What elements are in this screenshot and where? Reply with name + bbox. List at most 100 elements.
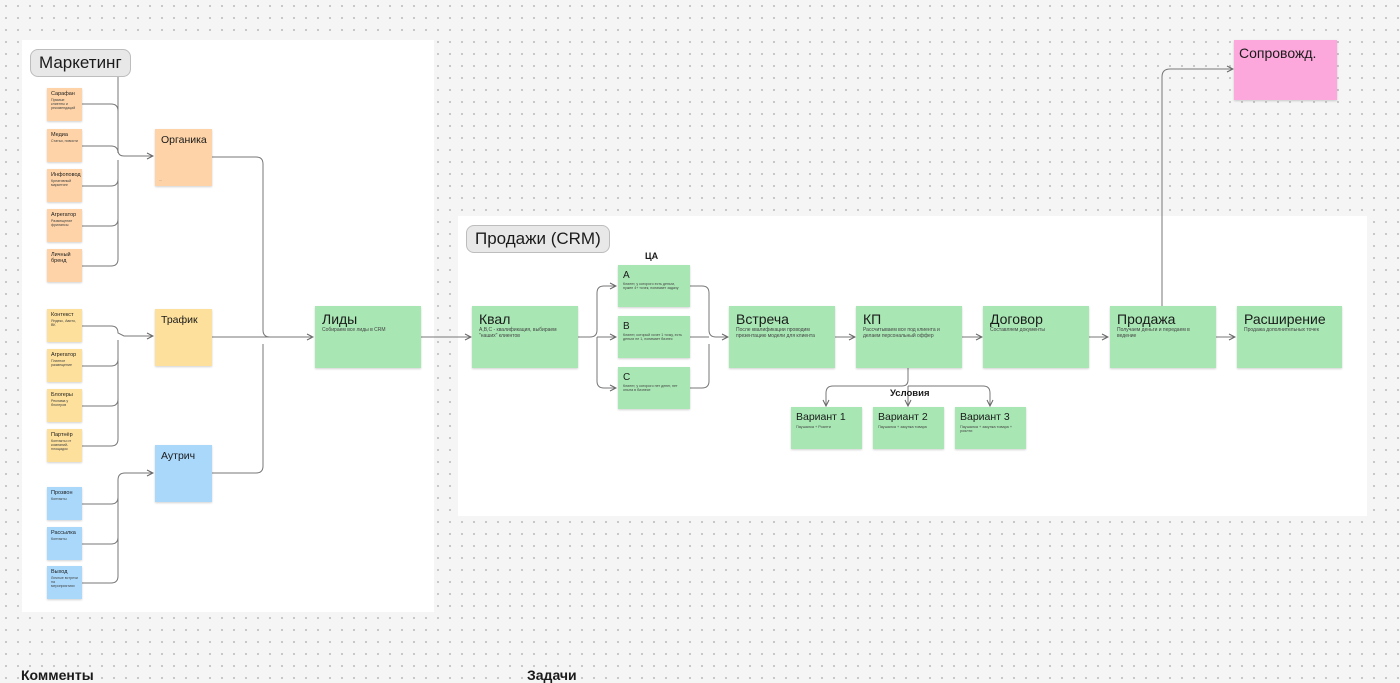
tasks-frame-label: Задачи [527, 667, 577, 683]
connector [1161, 69, 1233, 306]
note-author: — [159, 178, 162, 182]
note-desc: Контакты от компаний-площадок [51, 439, 72, 452]
connector [82, 160, 119, 267]
variant-note-1[interactable]: Вариант 1 Паушалка + Роялти [791, 407, 862, 449]
note-title: Партнёр [51, 432, 73, 438]
connector [82, 145, 119, 154]
note-desc: Составляем документы [990, 327, 1045, 334]
source-note-cold-call[interactable]: Прозвон Контакты [47, 487, 82, 520]
connector [82, 218, 119, 227]
connector [212, 156, 313, 337]
segment-note-a[interactable]: A Клиент, у которого есть деньги, нужен … [618, 265, 690, 307]
note-title: Органика [161, 134, 207, 146]
note-desc: Клиент, который хочет 1 точку, есть день… [623, 333, 682, 342]
comments-frame-label: Комменты [21, 667, 94, 683]
note-title: Сопровожд. [1239, 45, 1317, 61]
support-note[interactable]: Сопровожд. [1234, 40, 1337, 100]
note-title: Продажа [1117, 311, 1176, 327]
note-desc: Паушалка + закупка товара [878, 424, 927, 429]
note-desc: A,B,C - квалификация, выбираем "наших" к… [479, 327, 557, 340]
channel-note-traffic[interactable]: Трафик [155, 309, 212, 366]
note-title: Лиды [322, 311, 358, 327]
note-title: Вариант 1 [796, 411, 846, 423]
source-note-context[interactable]: Контекст Яндекс, Авито, ВК [47, 309, 82, 342]
connector [212, 344, 264, 474]
note-desc: Контакты [51, 497, 67, 502]
note-desc: Клиент, у которого есть деньги, нужен 4+… [623, 282, 679, 291]
stage-note-sale[interactable]: Продажа Получаем деньги и передаем в вед… [1110, 306, 1216, 368]
note-desc: Реклама у блогеров [51, 399, 69, 408]
note-title: КП [863, 311, 882, 327]
note-title: Встреча [736, 311, 789, 327]
segment-note-c[interactable]: C Клиент, у которого нет денег, нет опыт… [618, 367, 690, 409]
connector [82, 340, 119, 367]
connector [908, 385, 990, 406]
connector [578, 286, 616, 338]
note-desc: Получаем деньги и передаем в ведение [1117, 327, 1190, 340]
connector [82, 345, 119, 447]
leads-note[interactable]: Лиды Собираем все лиды в CRM [315, 306, 421, 368]
source-note-word-of-mouth[interactable]: Сарафан Прямые клиенты и рекомендаций [47, 88, 82, 121]
note-desc: Рассчитываем все под клиента и делаем пе… [863, 327, 940, 340]
qual-note[interactable]: Квал A,B,C - квалификация, выбираем "наш… [472, 306, 578, 368]
source-note-bloggers[interactable]: Блогеры Реклама у блогеров [47, 389, 82, 422]
channel-note-organic[interactable]: Органика — [155, 129, 212, 186]
source-note-events[interactable]: Выход Личные встречи на мероприятиях [47, 566, 82, 599]
channel-note-outreach[interactable]: Аутрич [155, 445, 212, 502]
connector [82, 536, 119, 545]
note-title: Инфоповод [51, 172, 81, 178]
stage-note-contract[interactable]: Договор Составляем документы [983, 306, 1089, 368]
note-title: Квал [479, 311, 511, 327]
note-title: Блогеры [51, 392, 73, 398]
source-note-infopovod[interactable]: Инфоповод Креативный маркетинг [47, 169, 82, 202]
note-desc: Паушалка + закупка товара + роялти [960, 424, 1013, 433]
connector [690, 285, 728, 337]
connector [596, 337, 616, 388]
note-desc: Платное размещение [51, 359, 72, 368]
note-title: Медиа [51, 132, 68, 138]
variant-note-3[interactable]: Вариант 3 Паушалка + закупка товара + ро… [955, 407, 1026, 449]
ca-label: ЦА [645, 251, 659, 261]
connector [82, 473, 153, 584]
stage-note-meeting[interactable]: Встреча После квалификации проводим през… [729, 306, 835, 368]
note-desc: После квалификации проводим презентацию … [736, 327, 815, 340]
stage-note-offer[interactable]: КП Рассчитываем все под клиента и делаем… [856, 306, 962, 368]
stage-note-expansion[interactable]: Расширение Продажа дополнительных точек [1237, 306, 1342, 368]
note-title: Расширение [1244, 311, 1326, 327]
segment-note-b[interactable]: B Клиент, который хочет 1 точку, есть де… [618, 316, 690, 358]
source-note-aggregator[interactable]: Агрегатор Размещение фрилансы [47, 209, 82, 242]
note-desc: Клиент, у которого нет денег, нет опыта … [623, 384, 678, 393]
connector [82, 496, 119, 505]
note-desc: Прямые клиенты и рекомендаций [51, 98, 76, 111]
connector [82, 178, 119, 187]
note-desc: Размещение фрилансы [51, 219, 73, 228]
note-desc: Продажа дополнительных точек [1244, 327, 1319, 334]
connector [82, 325, 153, 336]
connector [690, 344, 710, 389]
note-desc: Паушалка + Роялти [796, 424, 831, 429]
note-title: Контекст [51, 312, 74, 318]
connector [82, 103, 119, 112]
note-title: Трафик [161, 314, 198, 326]
note-title: C [623, 372, 631, 383]
conditions-label: Условия [890, 388, 930, 399]
source-note-personal-brand[interactable]: Личный бренд [47, 249, 82, 282]
note-title: Выход [51, 569, 68, 575]
variant-note-2[interactable]: Вариант 2 Паушалка + закупка товара [873, 407, 944, 449]
note-title: Личный бренд [51, 252, 71, 265]
source-note-mailing[interactable]: Рассылка Контакты [47, 527, 82, 560]
note-title: A [623, 270, 630, 281]
note-title: Рассылка [51, 530, 76, 536]
note-desc: Личные встречи на мероприятиях [51, 576, 78, 589]
connector [826, 368, 909, 406]
source-note-media[interactable]: Медиа Статьи, новости [47, 129, 82, 162]
sales-title: Продажи (CRM) [466, 225, 610, 253]
source-note-partner[interactable]: Партнёр Контакты от компаний-площадок [47, 429, 82, 462]
note-title: Прозвон [51, 490, 73, 496]
note-title: Договор [990, 311, 1043, 327]
note-title: Аутрич [161, 450, 196, 462]
source-note-paid-aggregator[interactable]: Агрегатор Платное размещение [47, 349, 82, 382]
note-title: Агрегатор [51, 212, 77, 218]
note-title: Агрегатор [51, 352, 77, 358]
